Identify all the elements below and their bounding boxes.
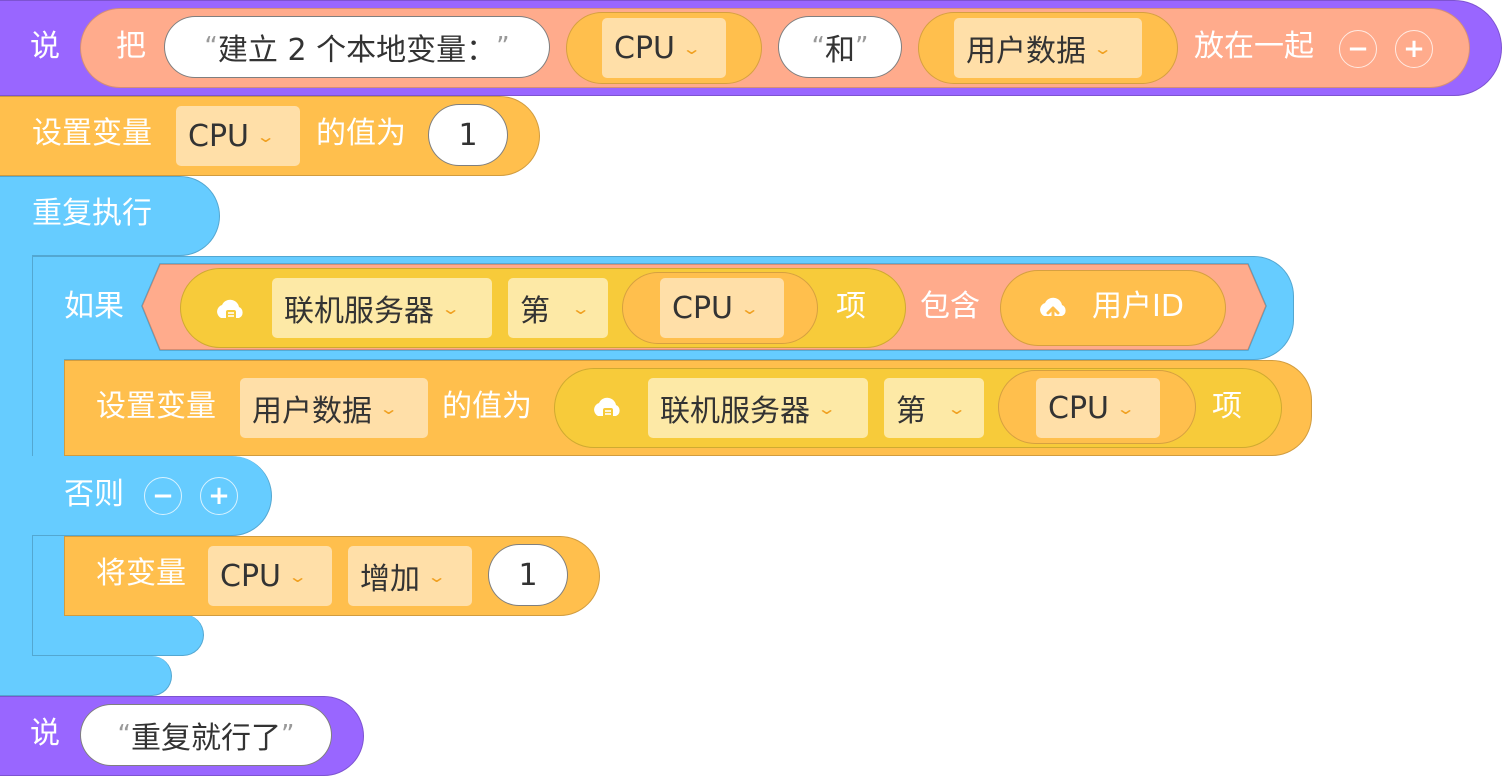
cloud-upload-icon [1040,297,1066,324]
set-userdata-label: 设置变量 [96,389,216,424]
join-text2-value: 和 [825,33,855,68]
chevron-down-icon: ⌄ [1092,38,1113,58]
userdata-var-dropdown[interactable]: 用户数据 ⌄ [240,378,428,438]
chevron-down-icon: ⌄ [570,298,591,318]
chevron-down-icon: ⌄ [378,398,399,418]
close-quote-icon: ” [855,32,869,62]
repeat-block-spine [0,250,32,696]
join-text2-input[interactable]: “和” [778,16,902,78]
join-var2-value: 用户数据 [966,34,1086,69]
join-label: 把 [116,29,146,64]
cpu-variable-value-2: CPU [1048,390,1109,426]
repeat-block-footer [0,656,172,696]
cloud-database-icon [594,397,620,418]
join-minus-button[interactable]: − [1339,30,1377,68]
else-label: 否则 [64,477,124,512]
set-cpu-var-dropdown[interactable]: CPU ⌄ [176,106,300,166]
plus-icon: + [208,481,230,511]
join-plus-button[interactable]: + [1395,30,1433,68]
chevron-down-icon: ⌄ [440,298,461,318]
close-quote-icon: ” [281,720,295,750]
server-name-value: 联机服务器 [284,294,434,329]
open-quote-icon: “ [117,720,131,750]
item-label: 项 [836,289,866,324]
chevron-down-icon: ⌄ [255,126,276,146]
chevron-down-icon: ⌄ [816,398,837,418]
minus-icon: − [1347,34,1369,64]
chevron-down-icon: ⌄ [739,298,760,318]
server-name-dropdown-2[interactable]: 联机服务器 ⌄ [648,378,868,438]
chevron-down-icon: ⌄ [1115,398,1136,418]
cpu-variable-dropdown-2[interactable]: CPU ⌄ [1036,378,1160,438]
set-cpu-var-value: CPU [188,118,249,154]
chevron-down-icon: ⌄ [946,398,967,418]
set-cpu-value: 1 [458,117,478,153]
server-name-value-2: 联机服务器 [660,394,810,429]
change-amount-input[interactable]: 1 [488,544,568,606]
set-cpu-label: 设置变量 [32,116,152,151]
cloud-database-icon [217,299,243,320]
nth-dropdown-2[interactable]: 第⌄ [884,378,984,438]
cpu-variable-value: CPU [672,290,733,326]
chevron-down-icon: ⌄ [287,566,308,586]
set-userdata-mid-label: 的值为 [442,389,532,424]
join-text1-value: 建立 2 个本地变量： [217,33,497,68]
cpu-variable-dropdown[interactable]: CPU ⌄ [660,278,784,338]
chevron-down-icon: ⌄ [681,38,702,58]
join-var1-dropdown[interactable]: CPU ⌄ [602,18,726,78]
change-cpu-var-value: CPU [220,558,281,594]
minus-icon: − [152,481,174,511]
close-quote-icon: ” [496,32,510,62]
userdata-var-value: 用户数据 [252,394,372,429]
nth-value: 第 [520,294,550,329]
say2-text-input[interactable]: “重复就行了” [80,704,332,766]
else-minus-button[interactable]: − [144,477,182,515]
join-suffix-label: 放在一起 [1194,29,1314,64]
join-var1-value: CPU [614,30,675,66]
repeat-label: 重复执行 [32,196,152,231]
item-label-2: 项 [1212,389,1242,424]
open-quote-icon: “ [204,32,218,62]
repeat-block[interactable] [0,176,220,256]
nth-dropdown[interactable]: 第⌄ [508,278,608,338]
userid-reporter[interactable] [1000,270,1226,346]
change-amount-value: 1 [518,557,538,593]
join-text1-input[interactable]: “建立 2 个本地变量：” [164,16,550,78]
change-cpu-var-dropdown[interactable]: CPU ⌄ [208,546,332,606]
server-name-dropdown[interactable]: 联机服务器 ⌄ [272,278,492,338]
join-var2-dropdown[interactable]: 用户数据 ⌄ [954,18,1142,78]
say1-label: 说 [30,29,60,64]
userid-label: 用户ID [1092,289,1184,324]
open-quote-icon: “ [811,32,825,62]
change-op-dropdown[interactable]: 增加 ⌄ [348,546,472,606]
say2-text-value: 重复就行了 [131,721,281,756]
say2-label: 说 [30,716,60,751]
if-label: 如果 [64,289,124,324]
set-cpu-mid-label: 的值为 [316,116,406,151]
plus-icon: + [1403,34,1425,64]
nth-value-2: 第 [896,394,926,429]
change-cpu-label: 将变量 [96,556,186,591]
if-else-footer [32,614,204,656]
contains-label: 包含 [920,289,980,324]
set-cpu-value-input[interactable]: 1 [428,104,508,166]
else-plus-button[interactable]: + [200,477,238,515]
change-op-value: 增加 [360,562,420,597]
chevron-down-icon: ⌄ [426,566,447,586]
